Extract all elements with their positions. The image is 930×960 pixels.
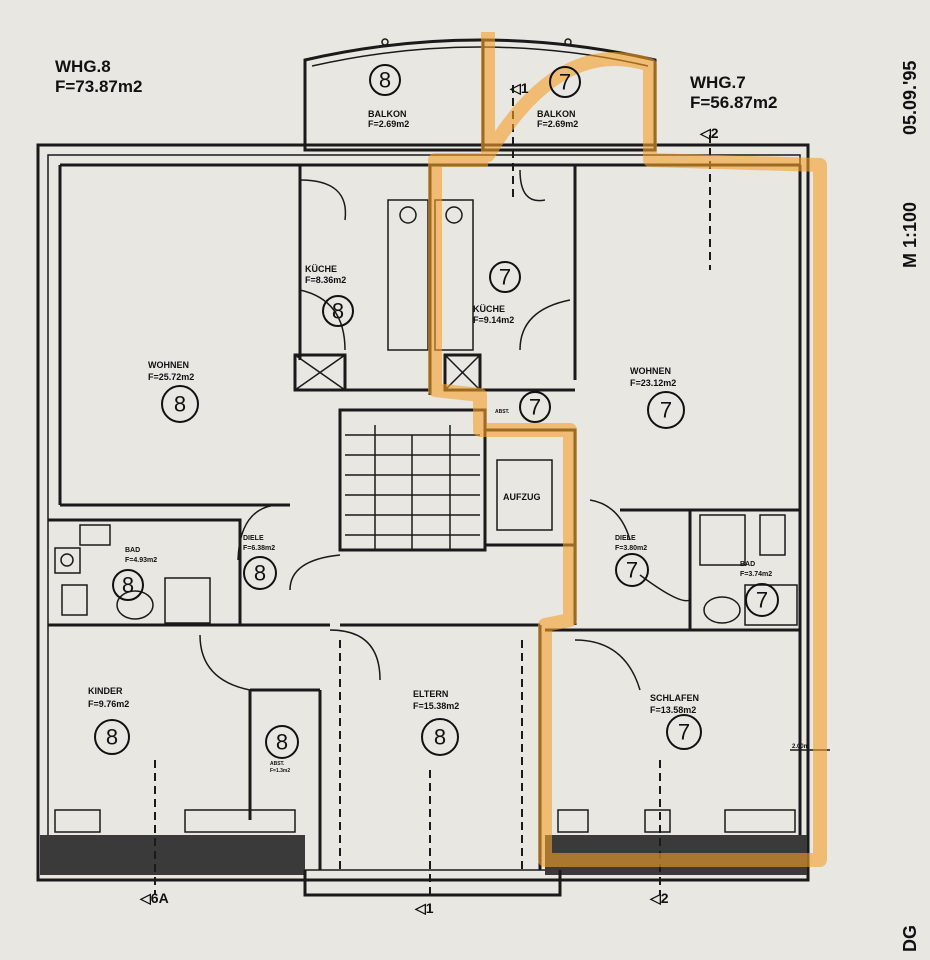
outer-walls xyxy=(36,143,810,882)
unit-marker: 8 xyxy=(254,561,266,586)
room-name: KÜCHE xyxy=(305,264,337,274)
unit-marker: 7 xyxy=(678,720,690,745)
room-name: BALKON xyxy=(537,109,576,119)
room-area: F=9.76m2 xyxy=(88,699,129,709)
section-mark: ◁1 xyxy=(509,80,529,96)
unit-marker: 8 xyxy=(379,68,391,93)
unit-8-name: WHG.8 xyxy=(55,57,111,76)
room-name: KÜCHE xyxy=(473,304,505,314)
room-name: BAD xyxy=(125,547,140,554)
unit-marker: 7 xyxy=(660,398,672,423)
room-area: F=23.12m2 xyxy=(630,378,676,388)
unit-marker: 7 xyxy=(559,70,571,95)
section-mark: ◁2 xyxy=(699,125,719,141)
room-area: F=15.38m2 xyxy=(413,701,459,711)
floor-label: DG xyxy=(900,925,920,952)
room-name: ABST. xyxy=(270,761,285,767)
room-area: F=13.58m2 xyxy=(650,705,696,715)
room-name: DIELE xyxy=(243,535,264,542)
unit-marker: 8 xyxy=(106,725,118,750)
room-name: AUFZUG xyxy=(503,492,541,502)
room-name: ABST. xyxy=(495,409,510,415)
room-name: DIELE xyxy=(615,535,636,542)
level-mark: 2.00m xyxy=(792,744,809,750)
unit-marker: 7 xyxy=(529,395,541,420)
room-area: F=2.69m2 xyxy=(368,119,409,129)
unit-marker: 7 xyxy=(756,588,768,613)
unit-7-highlight xyxy=(428,32,827,867)
unit-marker: 8 xyxy=(434,725,446,750)
unit-8-area: F=73.87m2 xyxy=(55,77,142,96)
room-area: F=3.74m2 xyxy=(740,571,772,578)
section-mark: ◁1 xyxy=(414,900,434,916)
section-mark: ◁6A xyxy=(139,890,169,906)
unit-marker: 8 xyxy=(332,299,344,324)
room-area: F=3.80m2 xyxy=(615,545,647,552)
room-area: F=4.93m2 xyxy=(125,557,157,564)
unit-marker: 8 xyxy=(276,730,288,755)
room-area: F=8.36m2 xyxy=(305,275,346,285)
unit-marker: 8 xyxy=(122,573,134,598)
plan-date: 05.09.'95 xyxy=(900,61,920,135)
room-area: F=25.72m2 xyxy=(148,372,194,382)
room-name: BAD xyxy=(740,561,755,568)
room-area: F=2.69m2 xyxy=(537,119,578,129)
unit-7-area: F=56.87m2 xyxy=(690,93,777,112)
labels: WHG.8 F=73.87m2 WHG.7 F=56.87m2 BALKON F… xyxy=(55,57,809,916)
interior-walls xyxy=(48,165,800,870)
unit-marker: 7 xyxy=(499,265,511,290)
unit-7-name: WHG.7 xyxy=(690,73,746,92)
plan-scale: M 1:100 xyxy=(900,202,920,268)
room-name: KINDER xyxy=(88,686,123,696)
room-name: BALKON xyxy=(368,109,407,119)
room-name: ELTERN xyxy=(413,689,448,699)
room-area: F=1.3m2 xyxy=(270,768,290,774)
room-area: F=9.14m2 xyxy=(473,315,514,325)
room-name: SCHLAFEN xyxy=(650,693,699,703)
bottom-balconies xyxy=(40,85,830,897)
unit-marker: 8 xyxy=(174,392,186,417)
room-name: WOHNEN xyxy=(148,360,189,370)
section-mark: ◁2 xyxy=(649,890,669,906)
unit-marker: 7 xyxy=(626,558,638,583)
room-area: F=6.38m2 xyxy=(243,545,275,552)
room-name: WOHNEN xyxy=(630,366,671,376)
